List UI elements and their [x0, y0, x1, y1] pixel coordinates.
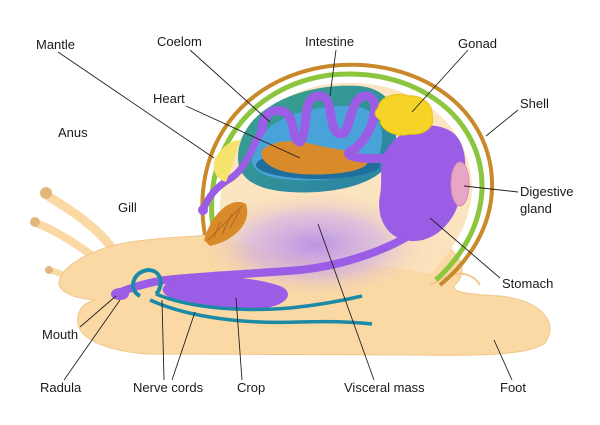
label-shell: Shell [520, 96, 549, 111]
intestine-coils [257, 91, 395, 163]
label-nerve-cords: Nerve cords [133, 380, 204, 395]
mantle-edge [213, 140, 240, 182]
label-coelom: Coelom [157, 34, 202, 49]
nerve-ring [131, 267, 163, 298]
small-tentacle-tip [45, 266, 53, 274]
foot-tail [429, 272, 481, 286]
label-foot: Foot [500, 380, 526, 395]
shell-outer-line [200, 62, 495, 287]
leader-digestive-gland [463, 185, 519, 193]
leader-nerve-cords-b [171, 311, 196, 381]
leader-visceral-mass [317, 223, 375, 381]
label-gonad: Gonad [458, 36, 497, 51]
label-gill: Gill [118, 200, 137, 215]
upper-tentacle [43, 191, 117, 253]
anus-opening [198, 205, 208, 215]
leader-shell [485, 109, 519, 137]
intestine-to-anus [200, 126, 266, 212]
label-digestive-gland-1: Digestive [520, 184, 573, 199]
labels: Mantle Coelom Intestine Gonad Heart Shel… [36, 34, 573, 395]
label-heart: Heart [153, 91, 185, 106]
nerve-cord-lower [149, 298, 373, 326]
leader-coelom [189, 49, 271, 123]
leader-gonad [411, 49, 469, 113]
heart-organ [261, 141, 369, 175]
leader-foot [493, 339, 513, 381]
label-intestine: Intestine [305, 34, 354, 49]
label-radula: Radula [40, 380, 82, 395]
leader-mantle [57, 51, 215, 159]
digestive-tract [111, 91, 466, 310]
leader-heart [185, 105, 301, 159]
leader-stomach [429, 217, 501, 279]
label-mouth: Mouth [42, 327, 78, 342]
label-digestive-gland-2: gland [520, 201, 552, 216]
esophagus [112, 234, 409, 298]
stomach-mass [379, 125, 466, 242]
leader-intestine [329, 49, 337, 97]
nerve-cord-upper [155, 292, 363, 312]
shell-green-layer [209, 71, 485, 282]
leader-lines [57, 49, 519, 381]
gonad-organ [374, 94, 434, 136]
nerve-cords [131, 267, 373, 326]
leader-mouth [79, 295, 117, 328]
leader-nerve-cords-a [161, 299, 165, 381]
leader-crop [235, 297, 243, 381]
label-crop: Crop [237, 380, 265, 395]
label-stomach: Stomach [502, 276, 553, 291]
label-anus: Anus [58, 125, 88, 140]
gill-organ [204, 201, 248, 246]
leader-radula [63, 299, 121, 381]
label-mantle: Mantle [36, 37, 75, 52]
lower-tentacle-tip [30, 217, 40, 227]
crop-organ [162, 276, 288, 310]
label-visceral-mass: Visceral mass [344, 380, 425, 395]
upper-tentacle-eye [40, 187, 52, 199]
digestive-gland-organ [450, 161, 470, 207]
